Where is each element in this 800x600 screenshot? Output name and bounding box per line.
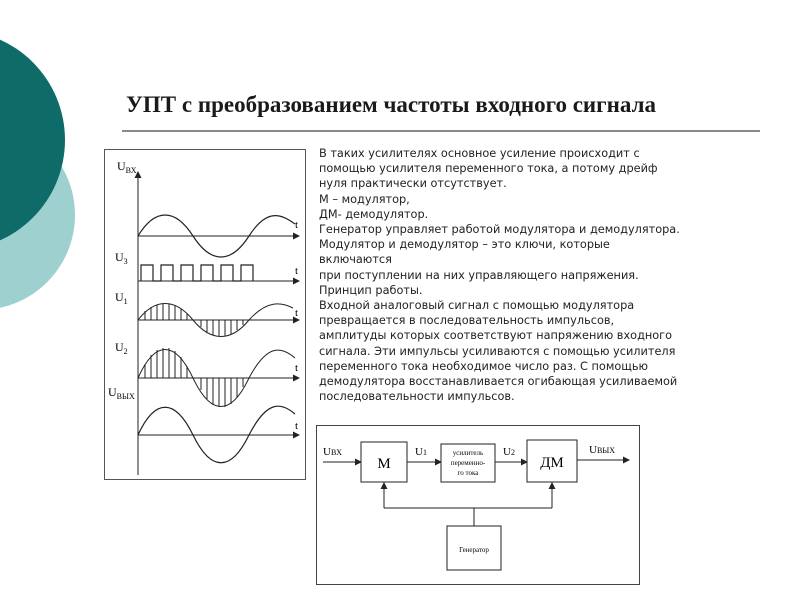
demodulator-label: ДМ [540,455,564,471]
u3-label: U3 [115,250,128,266]
output-sine-wave [137,405,296,464]
desc-line: при поступлении на них управляющего напр… [319,268,639,282]
time-label-uin: t [295,219,298,231]
desc-line: ДМ- демодулятор. [319,207,429,221]
time-label-u2: t [295,362,298,374]
u2-pulses [144,348,244,407]
desc-line: сигнала. Эти импульсы усиливаются с помо… [319,344,676,358]
block-diagram: UВХ М U1 усилитель переменно- го тока U2… [316,425,640,585]
decor-dark-circle [0,39,65,241]
u2-label: U2 [115,340,128,356]
amplifier-block [440,443,496,483]
u-out-label: UВЫХ [108,385,135,401]
desc-line: превращается в последовательность импуль… [319,314,615,328]
desc-line: М – модулятор, [319,192,410,206]
u1-pulses [144,304,244,336]
desc-line: нуля практически отсутствует. [319,177,507,191]
desc-line: амплитуды которых соответствуют напряжен… [319,329,673,343]
decorative-circles [0,39,75,308]
bd-output-label: UВЫХ [589,444,615,456]
input-sine-wave [137,214,296,258]
bd-input-label: UВХ [323,446,342,458]
amplifier-label-1: усилитель [453,449,483,457]
desc-line: Генератор управляет работой модулятора и… [319,223,680,237]
control-pulse-train [140,264,254,282]
desc-line: демодулятора восстанавливается огибающая… [319,375,678,389]
bd-u1-label: U1 [415,446,427,458]
u1-envelope [137,303,294,337]
amplifier-label-3: го тока [458,469,480,477]
modulator-block [360,441,408,483]
u-in-label: UВХ [117,159,137,175]
time-label-u3: t [295,265,298,277]
desc-line: В таких усилителях основное усиление про… [319,147,640,160]
modulator-label: М [377,456,390,472]
desc-line: Принцип работы. [319,283,423,297]
u1-label: U1 [115,290,128,306]
bd-u2-label: U2 [503,446,515,458]
desc-line: помощью усилителя переменного тока, а по… [319,162,658,176]
timing-diagram: UВХ U3 U1 U2 UВЫХ t t t t t [104,149,306,480]
desc-line: последовательности импульсов. [319,390,515,404]
slide-title: УПТ с преобразованием частоты входного с… [126,92,656,117]
desc-line: включаются [319,253,392,267]
amplifier-label-2: переменно- [451,459,486,467]
desc-line: Входной аналоговый сигнал с помощью моду… [319,299,635,313]
generator-block [446,525,502,571]
description-text: В таких усилителях основное усиление про… [319,146,739,404]
title-divider [122,130,760,132]
time-label-uout: t [295,420,298,432]
generator-label: Генератор [459,546,489,554]
desc-line: переменного тока необходимое число раз. … [319,359,649,373]
time-label-u1: t [295,307,298,319]
desc-line: Модулятор и демодулятор – это ключи, кот… [319,238,610,252]
